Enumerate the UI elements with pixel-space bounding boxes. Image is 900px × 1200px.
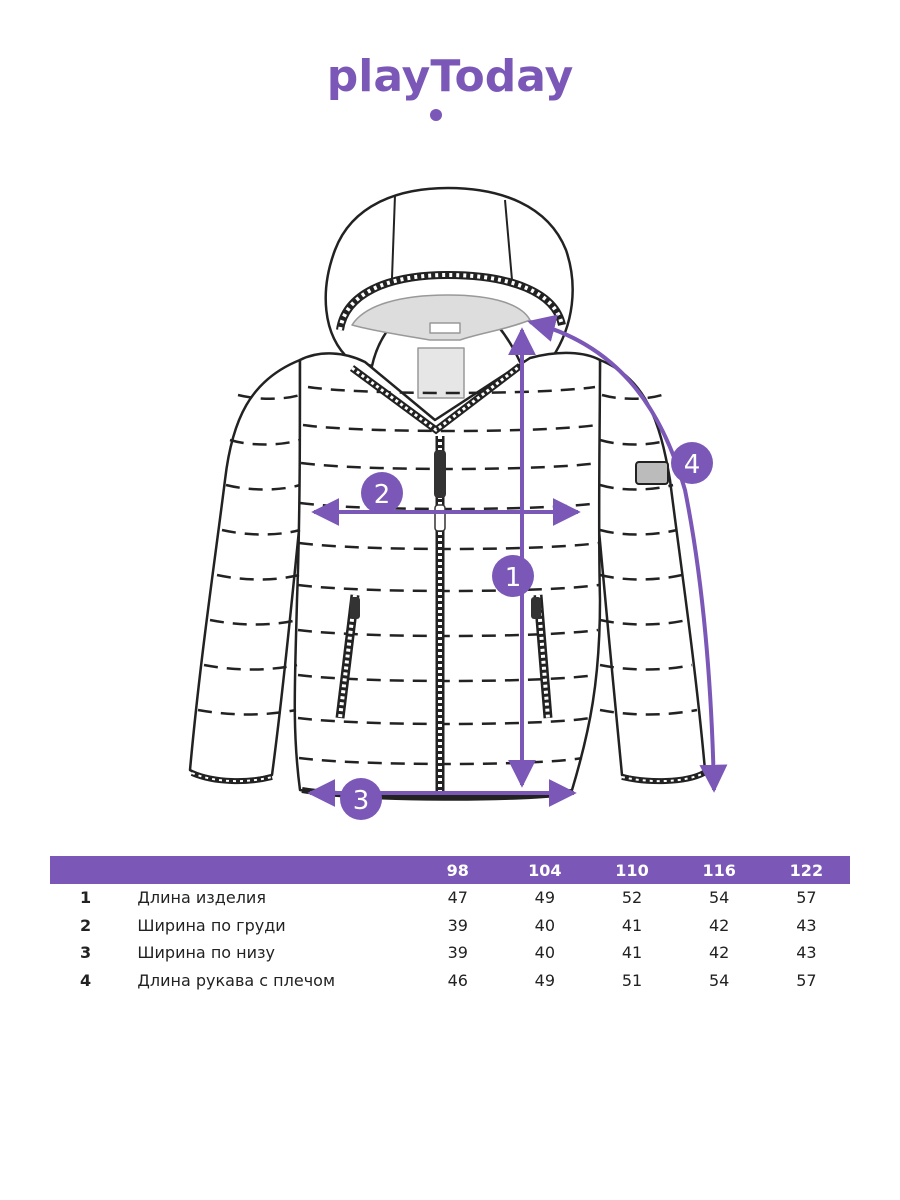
row-label: Ширина по низу (137, 943, 275, 963)
table-row: 1 Длина изделия 47 49 52 54 57 (50, 884, 850, 912)
row-value: 39 (447, 915, 468, 935)
brand-logo-text: playToday (327, 55, 574, 102)
left-sleeve (188, 358, 302, 782)
marker-4-label: 4 (684, 450, 701, 480)
row-value: 47 (447, 888, 468, 908)
right-sleeve (596, 358, 707, 782)
row-value: 43 (796, 943, 817, 963)
brand-logo: playToday (327, 55, 574, 121)
row-value: 52 (621, 888, 643, 908)
brand-logo-dot (430, 109, 442, 121)
row-value: 57 (796, 888, 817, 908)
marker-1: 1 (492, 555, 534, 597)
size-header: 122 (762, 856, 850, 884)
row-number: 2 (80, 915, 92, 935)
row-number: 1 (80, 888, 92, 908)
row-value: 42 (709, 943, 730, 963)
table-row: 4 Длина рукава с плечом 46 49 51 54 57 (50, 967, 850, 995)
row-value: 49 (534, 970, 556, 990)
measurement-lines (307, 314, 728, 807)
row-value: 41 (621, 915, 643, 935)
row-value: 49 (534, 888, 556, 908)
jacket-diagram: 1 2 3 4 (188, 186, 728, 820)
row-value: 40 (534, 943, 556, 963)
size-header: 110 (588, 856, 676, 884)
zipper (349, 363, 523, 795)
row-label: Длина изделия (137, 888, 266, 908)
measure-line-4 (527, 314, 728, 793)
marker-2-label: 2 (374, 480, 391, 510)
row-number: 3 (80, 943, 92, 963)
row-value: 42 (709, 915, 730, 935)
marker-4: 4 (671, 442, 713, 484)
row-value: 51 (621, 970, 643, 990)
row-label: Ширина по груди (137, 915, 286, 935)
row-value: 41 (621, 943, 643, 963)
row-value: 54 (709, 888, 730, 908)
header-blank-label (129, 856, 415, 884)
size-table: 98 104 110 116 122 1 Длина изделия 47 49… (50, 856, 850, 994)
marker-1-label: 1 (505, 563, 522, 593)
sleeve-patch (635, 461, 669, 485)
table-row: 2 Ширина по груди 39 40 41 42 43 (50, 912, 850, 940)
header-blank (50, 856, 130, 884)
marker-3: 3 (340, 778, 382, 820)
row-value: 57 (796, 970, 817, 990)
jacket-outline (188, 186, 707, 799)
size-header-row: 98 104 110 116 122 (50, 856, 850, 884)
row-value: 43 (796, 915, 817, 935)
row-value: 40 (534, 915, 556, 935)
row-label: Длина рукава с плечом (137, 970, 336, 990)
size-header: 116 (675, 856, 763, 884)
size-header: 104 (501, 856, 589, 884)
row-value: 46 (447, 970, 468, 990)
row-value: 39 (447, 943, 468, 963)
marker-2: 2 (361, 472, 403, 514)
size-header: 98 (414, 856, 502, 884)
marker-3-label: 3 (353, 786, 370, 816)
row-value: 54 (709, 970, 730, 990)
row-number: 4 (80, 970, 92, 990)
table-row: 3 Ширина по низу 39 40 41 42 43 (50, 939, 850, 967)
